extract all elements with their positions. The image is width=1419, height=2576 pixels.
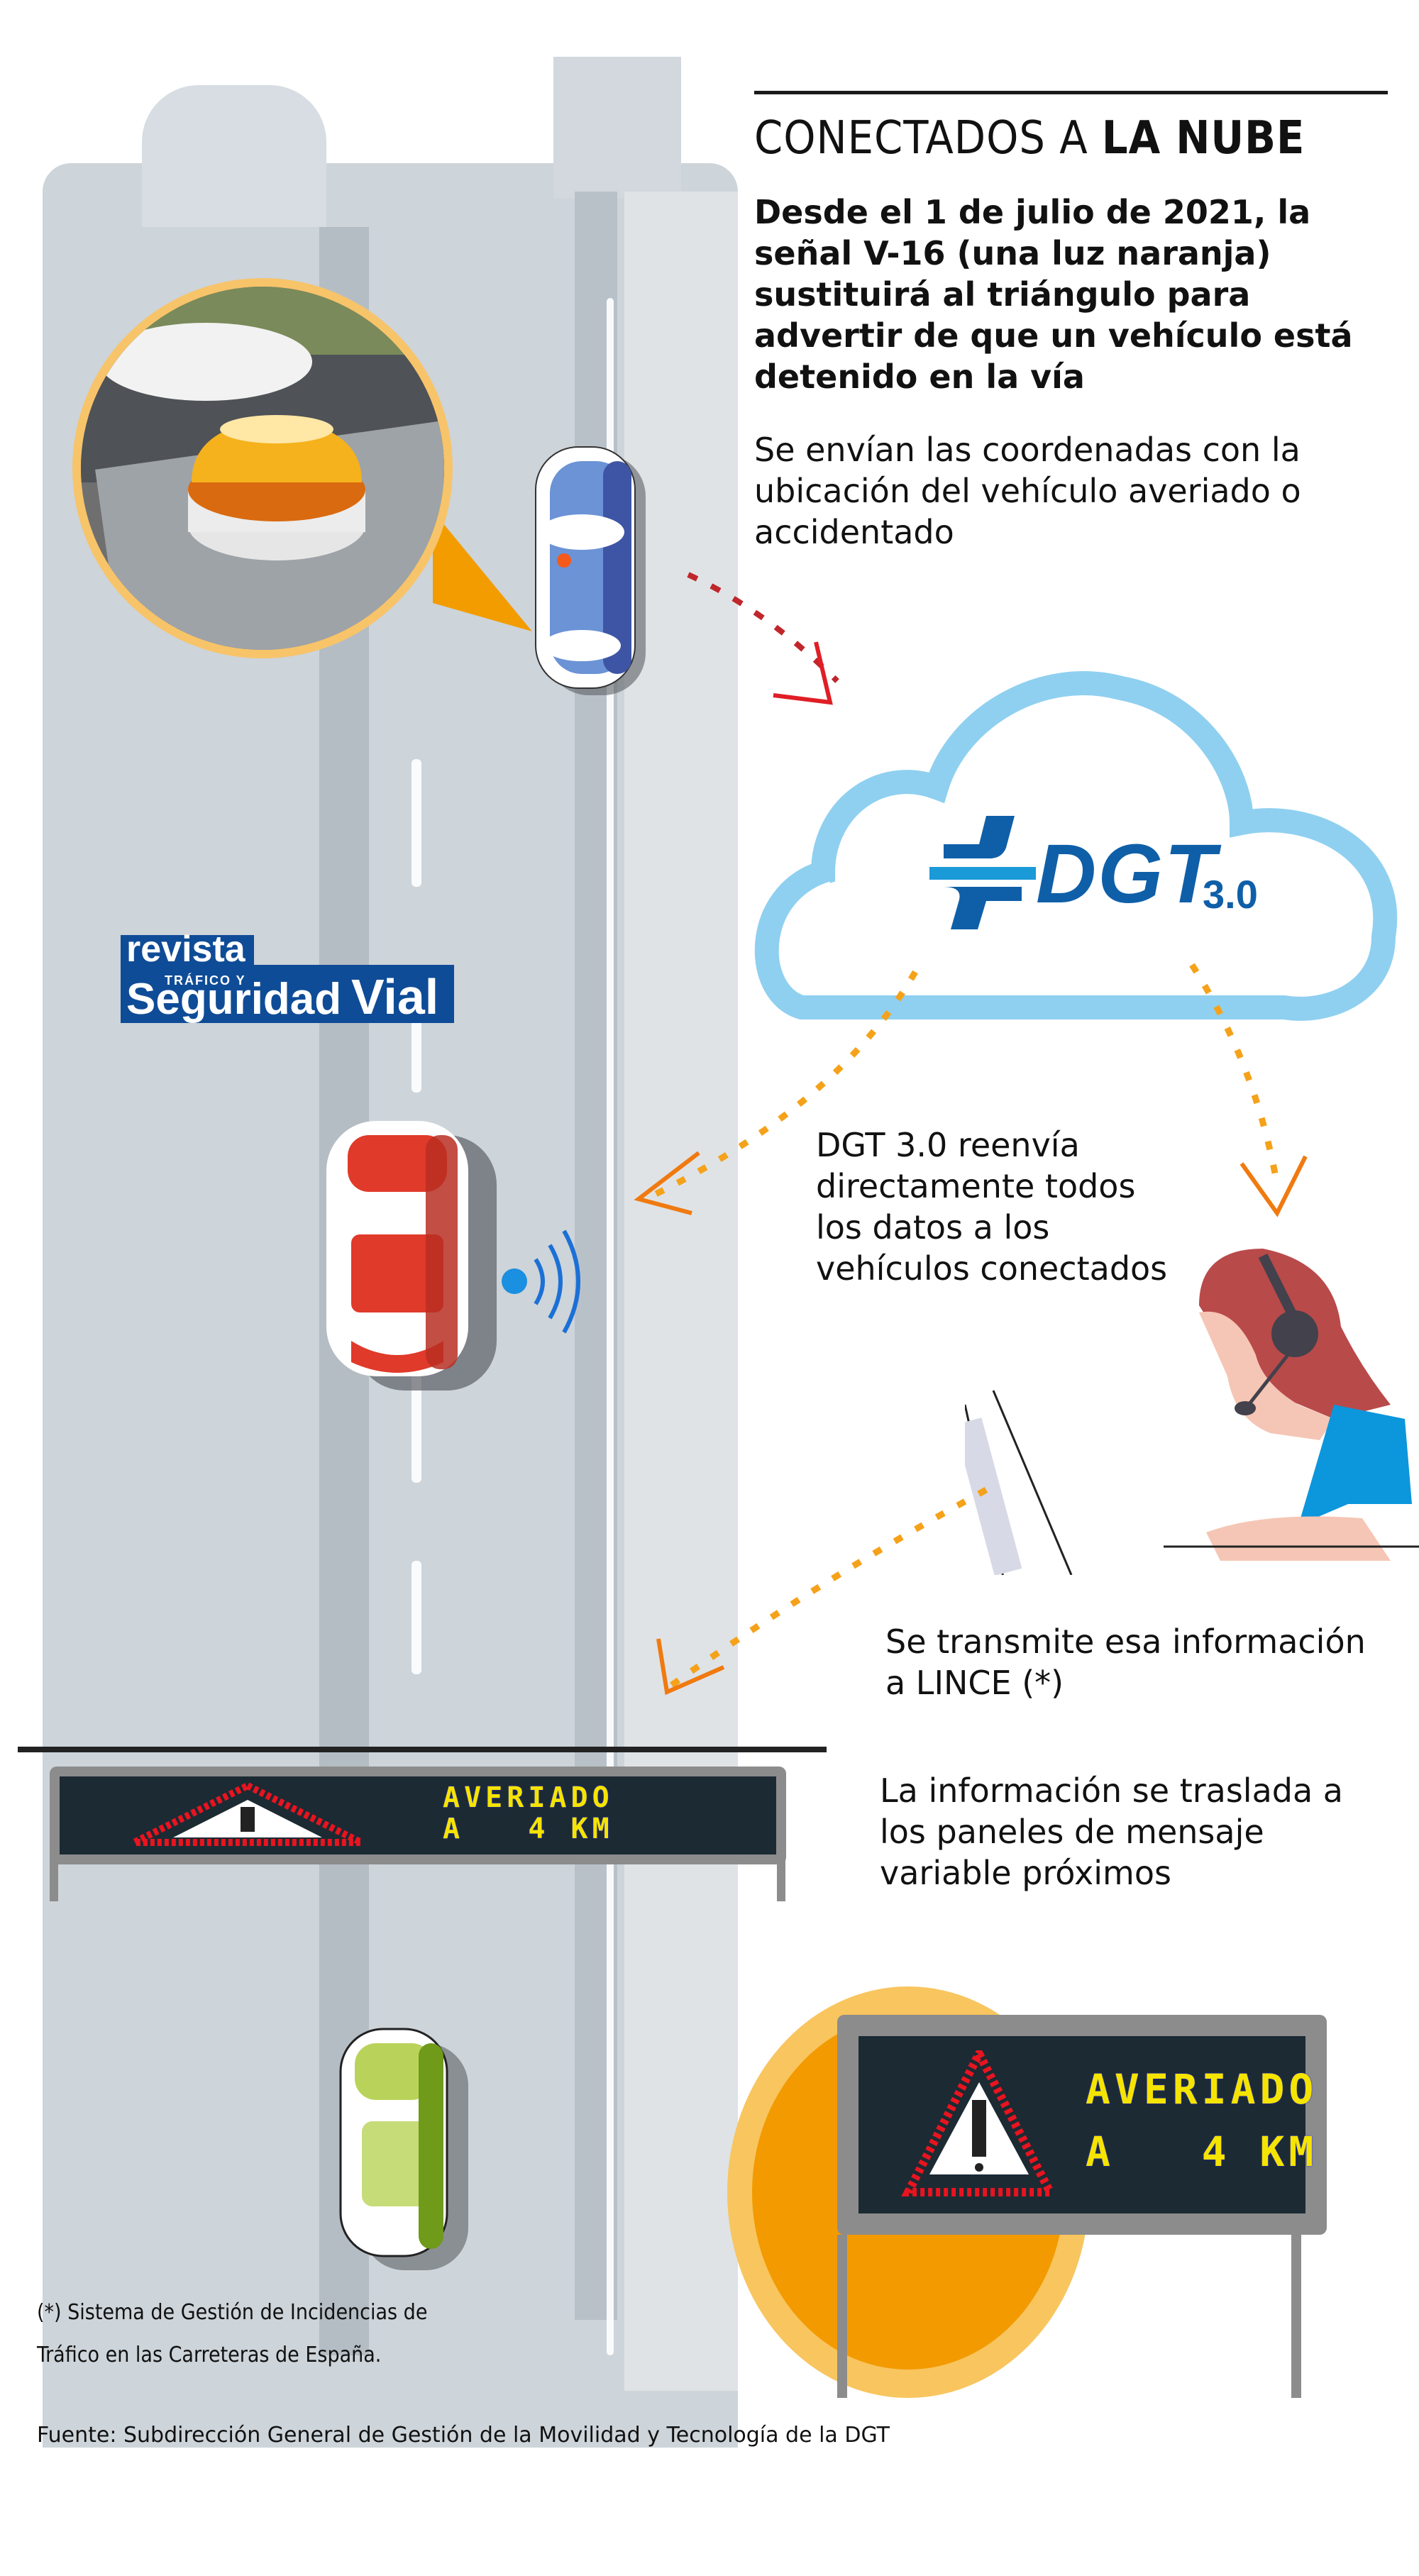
road-brush-stroke — [553, 57, 681, 199]
lane-marking — [412, 1369, 421, 1483]
footnote-line2: Tráfico en las Carreteras de España. — [37, 2343, 382, 2367]
arrow-to-vehicles — [634, 970, 918, 1215]
dgt-logo: DGT 3.0 — [922, 816, 1277, 929]
vms-zoom-line1: AVERIADO — [1086, 2065, 1318, 2113]
vms-panel-zoom: AVERIADO A 4 KM — [837, 2015, 1327, 2235]
green-car — [339, 2028, 468, 2270]
vms-zoom-line2: A 4 KM — [1086, 2128, 1318, 2176]
lince-operator-illustration — [965, 1249, 1419, 1575]
footnote-line1: (*) Sistema de Gestión de Incidencias de — [37, 2300, 428, 2325]
step-lince-text: Se transmite esa información a LINCE (*) — [885, 1623, 1366, 1702]
lane-marking — [412, 759, 421, 887]
step-panels-text: La información se traslada a los paneles… — [880, 1771, 1343, 1892]
blue-car-broken-down — [535, 446, 646, 695]
arrow-to-cloud — [687, 572, 839, 705]
vms-road-line1: AVERIADO — [443, 1781, 614, 1814]
arrow-to-panels — [656, 1487, 988, 1696]
magazine-revista: revista — [126, 929, 245, 970]
dgt-logo-version: 3.0 — [1203, 872, 1258, 917]
dgt-logo-text: DGT — [1036, 827, 1218, 921]
panel-leg-right — [1291, 2235, 1301, 2398]
dgt-cross-icon — [929, 816, 1036, 929]
road-brush-stroke — [142, 85, 326, 227]
page-title: CONECTADOS A LA NUBE — [754, 112, 1305, 165]
magazine-logo-top — [121, 935, 254, 966]
red-connected-car — [326, 1121, 580, 1391]
transmitter-dot-icon — [502, 1268, 527, 1294]
source-credit: Fuente: Subdirección General de Gestión … — [37, 2423, 890, 2448]
panel-leg-left — [837, 2235, 847, 2398]
lead-paragraph: Desde el 1 de julio de 2021, la señal V-… — [754, 193, 1353, 396]
magazine-trafico: TRÁFICO Y — [165, 973, 246, 988]
warning-triangle-icon — [901, 2050, 1057, 2196]
beacon-light-icon — [557, 553, 571, 568]
vms-road-line2: A 4 KM — [443, 1813, 614, 1845]
step-coordinates-text: Se envían las coordenadas con la ubicaci… — [754, 431, 1301, 551]
edge-line — [607, 298, 614, 2355]
magazine-logo — [121, 965, 454, 1023]
gantry-top-beam — [18, 1747, 827, 1752]
vms-panel-road: AVERIADO A 4 KM — [50, 1767, 786, 1864]
step-forward-text: DGT 3.0 reenvía directamente todos los d… — [816, 1126, 1168, 1288]
magazine-seguridad: Seguridad — [126, 975, 342, 1024]
dgt-cloud — [754, 671, 1398, 1021]
arrow-to-operator — [1189, 963, 1308, 1217]
lane-marking — [412, 1561, 421, 1674]
header-rule — [754, 91, 1388, 94]
warning-triangle-icon — [132, 1782, 363, 1846]
title-bold: LA NUBE — [1101, 112, 1305, 165]
magazine-vial: Vial — [351, 969, 439, 1024]
v16-beacon-photo — [72, 278, 532, 658]
title-light: CONECTADOS A — [754, 112, 1088, 165]
